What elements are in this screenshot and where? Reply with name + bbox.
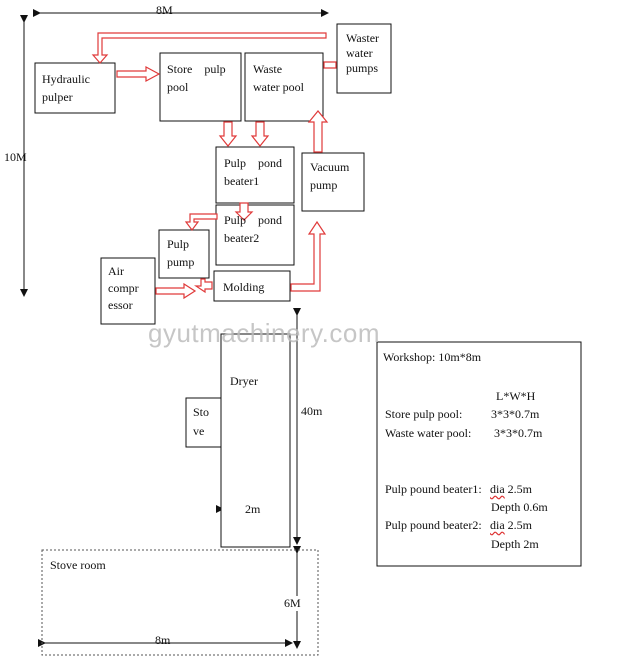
waste-water-pumps-line3: pumps (346, 61, 379, 75)
waste-water-pool-label: Waste water pool (253, 62, 304, 95)
spec-beater1-dia-word: dia (490, 482, 505, 496)
beater1-line1: Pulp pond (224, 156, 283, 170)
stove-room-box (41, 549, 319, 656)
dim-label-width-top: 8M (156, 3, 173, 17)
stove-label: Sto ve (193, 405, 209, 439)
dim-label-stove-room-height: 6M (284, 596, 301, 611)
waste-water-pumps-label: Waster water pumps (346, 31, 379, 76)
store-pulp-pool-line2: pool (167, 80, 189, 94)
molding-label: Molding (223, 280, 265, 294)
spec-store-label: Store pulp pool: (385, 407, 463, 421)
pulp-pump-line2: pump (167, 255, 195, 269)
flow-arrow-beater1-to-beater2 (234, 202, 254, 221)
flow-arrow-beater2-to-pulp-pump (184, 213, 218, 231)
spec-beater2-label: Pulp pound beater2: (385, 518, 482, 532)
spec-waste-value: 3*3*0.7m (494, 426, 543, 440)
waste-water-pool-line1: Waste (253, 62, 283, 76)
beater2-line1: Pulp pond (224, 213, 283, 227)
flow-arrow-pulper-to-store-pool (116, 65, 161, 83)
dim-label-40m: 40m (301, 404, 323, 418)
flow-arrow-pulp-pump-to-molding (194, 278, 213, 294)
stove-room-label: Stove room (50, 558, 106, 572)
flow-arrow-waste-pool-to-beater1 (250, 121, 270, 147)
beater1-line2: beater1 (224, 174, 260, 188)
stove-box (185, 397, 222, 448)
store-pulp-pool-line1: Store pulp (167, 62, 226, 76)
hydraulic-pulper-line1: Hydraulic (42, 72, 90, 86)
hydraulic-pulper-box (34, 62, 116, 114)
store-pulp-pool-box (159, 52, 242, 122)
spec-beater1-depth: Depth 0.6m (491, 500, 548, 514)
spec-waste-label: Waste water pool: (385, 426, 472, 440)
air-compressor-box (100, 257, 156, 325)
hydraulic-pulper-line2: pulper (42, 90, 73, 104)
pulp-pond-beater2-box (215, 204, 295, 266)
pulp-pump-label: Pulp pump (167, 237, 194, 270)
spec-panel-box (376, 341, 582, 567)
pulp-pond-beater2-label: Pulp pond beater2 (224, 213, 282, 246)
air-compressor-label: Air compr essor (108, 264, 139, 313)
hydraulic-pulper-label: Hydraulic pulper (42, 72, 90, 105)
spec-workshop: Workshop: 10m*8m (383, 350, 482, 364)
stove-line1: Sto (193, 405, 210, 419)
spec-beater2-depth: Depth 2m (491, 537, 539, 551)
flow-arrow-waste-pool-to-pumps (323, 61, 337, 69)
waste-water-pool-box (244, 52, 324, 122)
beater2-line2: beater2 (224, 231, 260, 245)
spec-beater1-dia: dia 2.5m (490, 482, 532, 497)
air-compressor-line1: Air (108, 264, 124, 278)
air-compressor-line3: essor (108, 298, 133, 312)
flow-arrow-molding-to-vacuum (290, 220, 327, 292)
spec-beater1-label: Pulp pound beater1: (385, 482, 482, 496)
watermark-text: gyutmachinery.com (148, 318, 380, 348)
spec-header-lwh: L*W*H (496, 389, 536, 403)
dim-label-stove-room-width: 8m (155, 633, 171, 647)
dim-label-dryer-width: 2m (243, 502, 263, 517)
vacuum-pump-line2: pump (310, 178, 338, 192)
stove-line2: ve (193, 424, 205, 438)
waste-water-pumps-line1: Waster (346, 31, 380, 45)
spec-beater2-dia-word: dia (490, 518, 505, 532)
dryer-label: Dryer (230, 374, 258, 388)
store-pulp-pool-label: Store pulp pool (167, 62, 226, 95)
vacuum-pump-box (301, 152, 365, 212)
spec-beater2-dia: dia 2.5m (490, 518, 532, 533)
dim-label-height-left: 10M (4, 150, 27, 164)
vacuum-pump-line1: Vacuum (310, 160, 350, 174)
pulp-pond-beater1-box (215, 146, 295, 204)
spec-beater1-dia-value: 2.5m (504, 482, 533, 496)
flow-arrow-pumps-to-pulper (91, 32, 327, 64)
waste-water-pumps-box (336, 23, 392, 94)
air-compressor-line2: compr (108, 281, 139, 295)
molding-box (213, 270, 291, 302)
pulp-pump-line1: Pulp (167, 237, 190, 251)
flow-arrow-compressor-to-molding (155, 282, 197, 300)
pulp-pump-box (158, 229, 210, 279)
pulp-pond-beater1-label: Pulp pond beater1 (224, 156, 282, 189)
flow-arrow-store-pool-to-beater1 (218, 121, 238, 147)
flow-arrow-vacuum-to-waste-pool (307, 110, 329, 153)
vacuum-pump-label: Vacuum pump (310, 160, 349, 193)
spec-beater2-dia-value: 2.5m (504, 518, 533, 532)
waste-water-pumps-line2: water (346, 46, 373, 60)
spec-store-value: 3*3*0.7m (491, 407, 540, 421)
waste-water-pool-line2: water pool (253, 80, 304, 94)
